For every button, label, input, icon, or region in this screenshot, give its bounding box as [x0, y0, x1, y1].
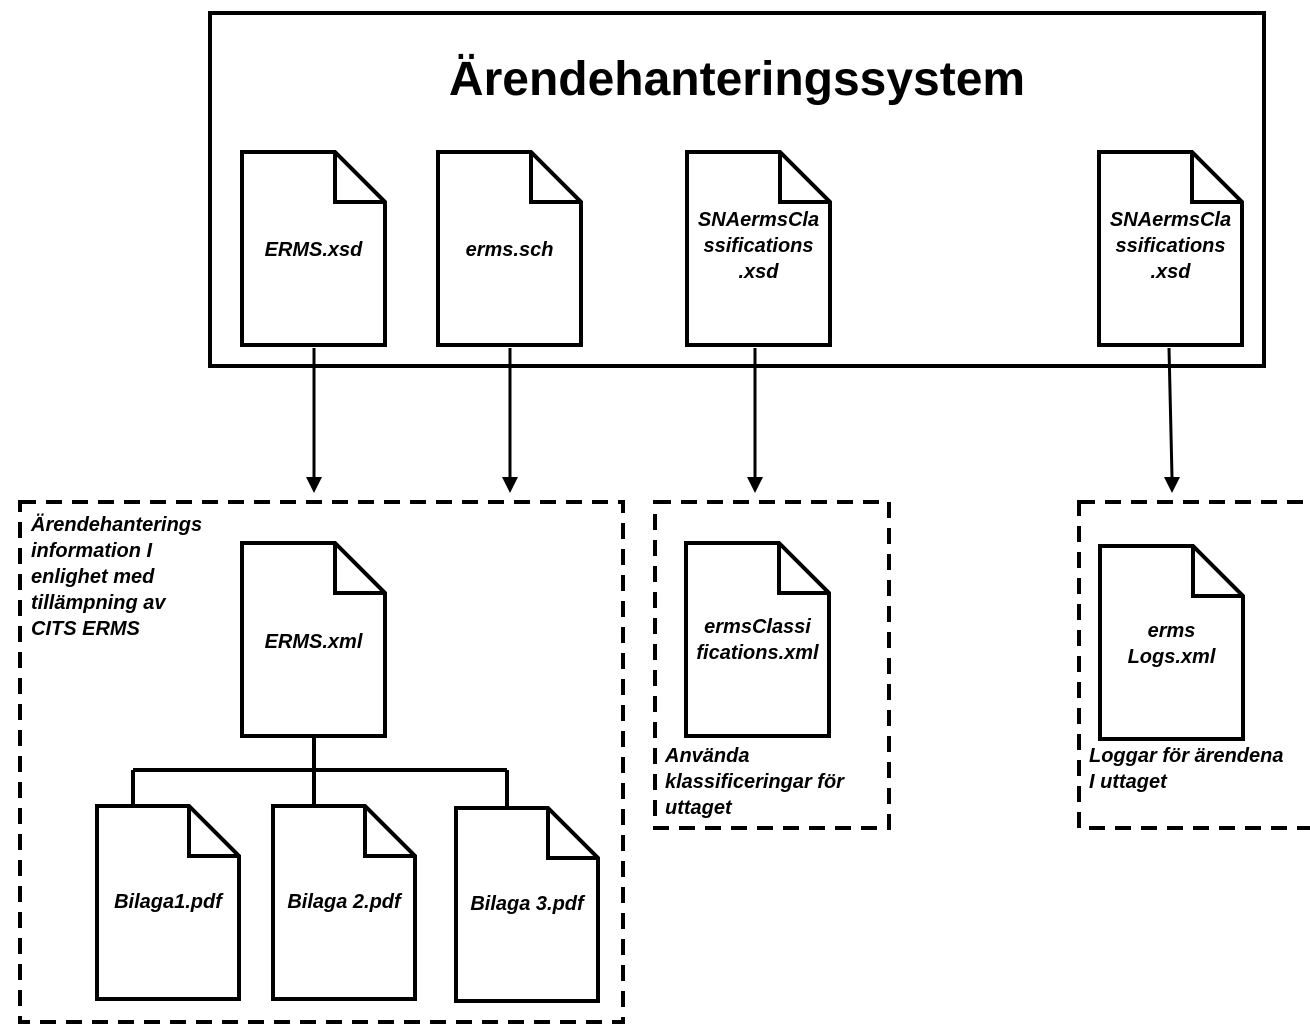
document-bilaga1: Bilaga1.pdf [95, 804, 241, 1001]
document-bilaga2: Bilaga 2.pdf [271, 804, 417, 1001]
document-label: Bilaga1.pdf [114, 891, 224, 913]
document-fold [529, 152, 581, 204]
document-label: Bilaga 2.pdf [287, 891, 403, 913]
document-label: ssifications [1115, 235, 1225, 257]
group-label-line: CITS ERMS [31, 618, 141, 640]
group-box-logs [1077, 500, 1310, 830]
group-label-line: enlighet med [31, 566, 155, 588]
document-erms-xml: ERMS.xml [240, 541, 387, 738]
arrows [306, 347, 1180, 493]
document-erms-sch: erms.sch [436, 150, 583, 347]
document-fold [187, 806, 239, 858]
document-fold [1191, 546, 1243, 598]
document-icon [684, 541, 831, 738]
document-sna-classifications-xsd-1: SNAermsCla ssifications .xsd [685, 150, 832, 347]
group-label-line: tillämpning av [31, 592, 167, 614]
document-fold [1190, 152, 1242, 204]
arrow-head [1164, 477, 1180, 493]
document-label: ermsClassi [704, 616, 811, 638]
group-label-line: Använda [664, 745, 749, 767]
document-label: .xsd [738, 261, 779, 283]
group-label-line: klassificeringar för [665, 771, 845, 793]
document-label: Bilaga 3.pdf [470, 893, 586, 915]
document-erms-classifications-xml: ermsClassi fications.xml [684, 541, 831, 738]
document-fold [333, 543, 385, 595]
document-fold [777, 543, 829, 595]
document-sna-classifications-xsd-2: SNAermsCla ssifications .xsd [1097, 150, 1244, 347]
group-label-classifications: Använda klassificeringar för uttaget [664, 745, 845, 819]
document-fold [778, 152, 830, 204]
group-label-line: uttaget [665, 797, 733, 819]
document-label: ERMS.xml [265, 631, 363, 653]
document-label: SNAermsCla [1110, 209, 1231, 231]
document-label: SNAermsCla [698, 209, 819, 231]
group-box-classifications [653, 500, 891, 830]
document-fold [333, 152, 385, 204]
arrow-head [306, 477, 322, 493]
document-label: erms.sch [466, 239, 554, 261]
document-fold [546, 808, 598, 860]
document-label: ssifications [703, 235, 813, 257]
document-fold [363, 806, 415, 858]
arrow-head [502, 477, 518, 493]
group-label-line: information I [31, 540, 153, 562]
arrow-head [747, 477, 763, 493]
document-label: fications.xml [696, 642, 819, 664]
group-label-line: Ärendehanterings [30, 513, 202, 536]
document-icon [1098, 544, 1245, 741]
document-erms-xsd: ERMS.xsd [240, 150, 387, 347]
group-label-logs: Loggar för ärendena I uttaget [1089, 745, 1283, 793]
group-label-erms-information: Ärendehanterings information I enlighet me… [30, 513, 202, 640]
group-label-line: I uttaget [1089, 771, 1168, 793]
document-label: erms [1148, 620, 1196, 642]
attachment-connectors [131, 738, 509, 808]
group-label-line: Loggar för ärendena [1089, 745, 1283, 767]
document-bilaga3: Bilaga 3.pdf [454, 806, 600, 1003]
document-label: .xsd [1150, 261, 1191, 283]
document-label: ERMS.xsd [265, 239, 364, 261]
group-box-erms-information [18, 500, 625, 1024]
document-label: Logs.xml [1128, 646, 1216, 668]
system-title: Ärendehanteringssystem [449, 53, 1025, 106]
